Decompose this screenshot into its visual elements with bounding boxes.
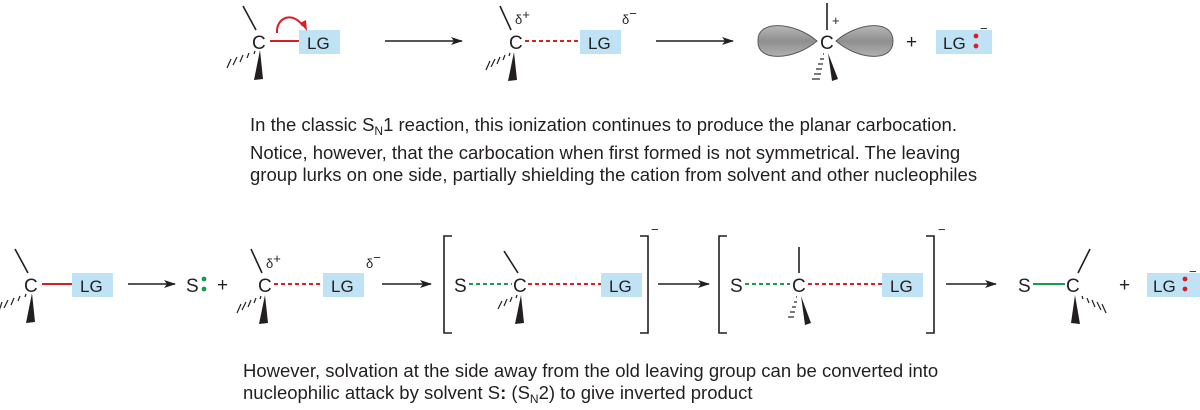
p-orbital-lobe-right [835, 25, 894, 57]
reactant-alkyl-lg-2: C LG [0, 248, 113, 323]
lone-pair-dot [201, 286, 207, 292]
methyl-bond-top [499, 5, 512, 31]
lone-pair-dot [1182, 276, 1188, 282]
delta-minus-label: δ− [622, 6, 637, 27]
lg-box [580, 30, 621, 54]
subscript-n: N [374, 124, 384, 138]
solid-wedge-bond [26, 293, 35, 323]
solvent-atom: S [1018, 276, 1031, 297]
hashed-wedge-bond [788, 296, 797, 318]
lg-box [323, 273, 364, 297]
methyl-bond-top [14, 248, 29, 274]
subscript-n: N [529, 392, 539, 406]
carbon-atom: C [820, 33, 834, 54]
plus-sign: + [217, 275, 228, 296]
lone-pair-dot [973, 33, 979, 39]
complex-charge: − [651, 222, 659, 237]
right-bracket [926, 235, 935, 334]
carbon-atom: C [258, 276, 272, 297]
lone-pair-dot [201, 276, 207, 282]
p-orbital-lobe-left [757, 25, 818, 57]
caption-sn1-ionization: In the classic SN1 reaction, this ioniza… [250, 114, 1010, 186]
plus-sign: + [906, 32, 917, 53]
hashed-wedge-bond [226, 50, 256, 69]
methyl-bond-top [250, 248, 263, 274]
transition-state-2: C δ+ LG δ− [236, 248, 381, 324]
lg-label: LG [588, 34, 611, 53]
solvent-atom: S [454, 276, 467, 297]
anion-charge: − [1189, 264, 1197, 279]
lg-box [1147, 273, 1200, 297]
carbocation-planar: C + [757, 3, 894, 81]
bracketed-intermediate-1: − S C LG [443, 222, 659, 334]
hashed-wedge-bond [1081, 295, 1107, 314]
solid-wedge-bond [1071, 295, 1080, 324]
carbon-atom: C [509, 33, 523, 54]
carbon-atom: C [1066, 276, 1080, 297]
caption-text: 1 reaction, this ionization continues to… [250, 114, 978, 185]
solid-wedge-bond [515, 295, 524, 324]
carbon-atom: C [513, 276, 527, 297]
cation-charge: + [832, 13, 840, 28]
lg-label: LG [609, 277, 632, 296]
anion-charge: − [980, 21, 988, 36]
solid-wedge-bond [508, 52, 517, 81]
lg-label: LG [307, 34, 330, 53]
leaving-group-anion: LG − [936, 21, 992, 54]
solid-wedge-bond [259, 295, 268, 324]
carbon-atom: C [24, 276, 38, 297]
delta-plus-label: δ+ [515, 7, 530, 27]
solid-wedge-bond [828, 53, 838, 81]
hashed-wedge-bond [485, 52, 511, 71]
hashed-wedge-bond [812, 53, 824, 80]
left-bracket [443, 235, 452, 334]
caption-text: However, solvation at the side away from… [243, 360, 939, 403]
solid-wedge-bond [254, 50, 263, 80]
reactant-alkyl-lg: C LG [226, 5, 340, 80]
lg-label: LG [943, 34, 966, 53]
right-bracket [640, 235, 649, 334]
transition-state-1: C δ+ LG δ− [485, 5, 637, 81]
lg-label: LG [1153, 277, 1176, 296]
methyl-bond-top [242, 5, 257, 31]
methyl-bond-top [503, 250, 519, 274]
lone-pair-dot [973, 43, 979, 49]
leaving-group-anion-2: LG − [1147, 264, 1200, 297]
lg-box [936, 30, 992, 54]
lone-pair-glyph: : [500, 382, 507, 403]
caption-text: (S [506, 382, 530, 403]
curved-arrow-head-icon [300, 20, 307, 31]
caption-text: 2) to give inverted product [538, 382, 753, 403]
lg-box [299, 30, 340, 54]
lg-label: LG [80, 277, 103, 296]
left-bracket [718, 235, 727, 334]
carbon-atom: C [252, 33, 266, 54]
lg-box [601, 273, 642, 297]
caption-text: In the classic S [250, 114, 375, 135]
bracketed-intermediate-2: − S C LG [718, 222, 946, 334]
solvent-nucleophile: S [186, 276, 207, 297]
lg-label: LG [331, 277, 354, 296]
inverted-product: S C [1018, 248, 1107, 324]
solid-wedge-bond [801, 296, 811, 325]
delta-plus-label: δ+ [266, 251, 281, 271]
solvent-atom: S [730, 276, 743, 297]
plus-sign: + [1119, 275, 1130, 296]
lg-box [882, 273, 923, 297]
delta-minus-label: δ− [366, 250, 381, 271]
solvent-atom: S [186, 276, 199, 297]
caption-sn2-solvation: However, solvation at the side away from… [243, 360, 1023, 410]
hashed-wedge-bond [497, 294, 518, 310]
carbon-atom: C [792, 276, 806, 297]
hashed-wedge-bond [0, 293, 27, 310]
hashed-wedge-bond [236, 295, 262, 314]
lg-box [72, 273, 113, 297]
lg-label: LG [890, 277, 913, 296]
methyl-bond-top [1077, 248, 1091, 274]
complex-charge: − [938, 222, 946, 237]
lone-pair-dot [1182, 286, 1188, 292]
